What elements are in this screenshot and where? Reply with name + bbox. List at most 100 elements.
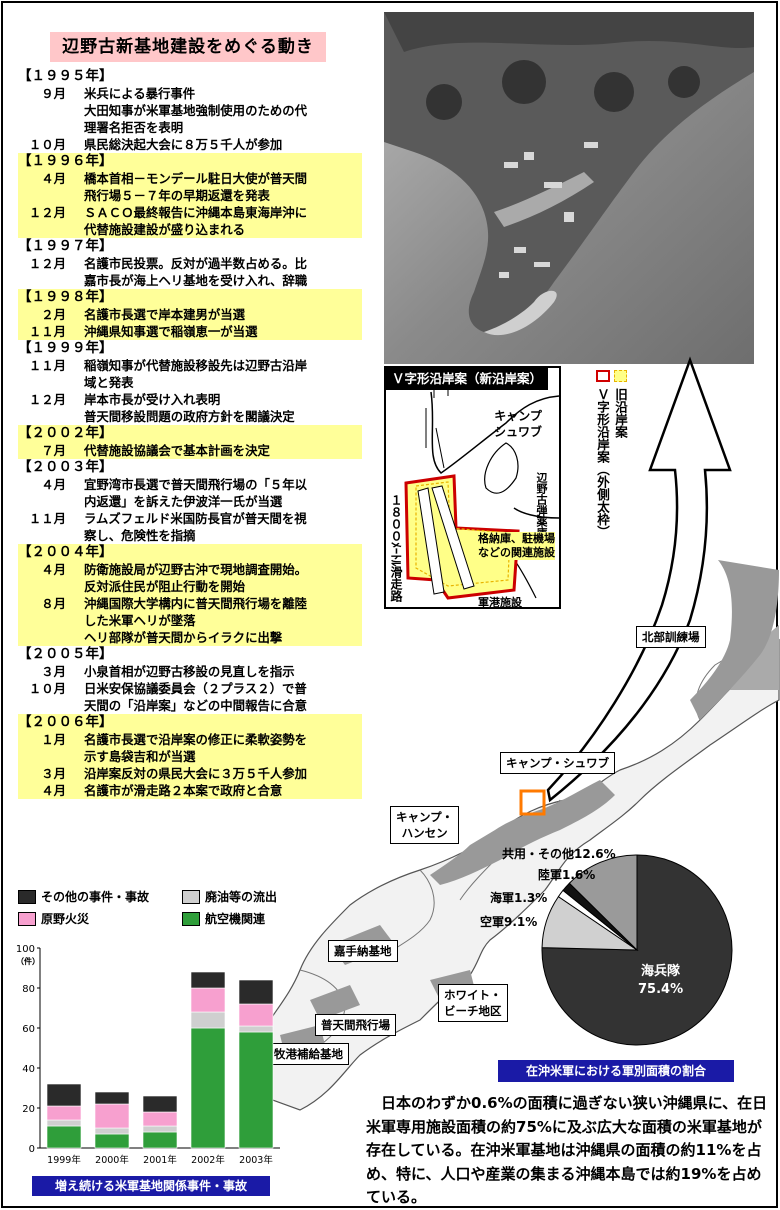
event-month: １０月 <box>28 137 66 152</box>
year-block: 【２００３年】 ４月 宜野湾市長選で普天間飛行場の「５年以内返還」を訴えた伊波洋一氏… <box>18 459 362 544</box>
event-line: 宜野湾市長選で普天間飛行場の「５年以 <box>84 477 308 492</box>
event-line: 岸本市長が受け入れ表明 <box>84 392 221 407</box>
event-text: 日米安保協議委員会（２プラス２）で普天間の「沿岸案」などの中間報告に合意 <box>84 680 362 714</box>
legend-aircraft: 航空機関連 <box>182 910 265 927</box>
event-line: 沿岸案反対の県民大会に３万５千人参加 <box>84 766 308 781</box>
timeline-event: ４月名護市が滑走路２本案で政府と合意 <box>18 782 362 799</box>
inset-title: Ｖ字形沿岸案（新沿岸案） <box>386 368 549 390</box>
event-line: 名護市長選で岸本建男が当選 <box>84 307 246 322</box>
timeline-event: ４月 宜野湾市長選で普天間飛行場の「５年以内返還」を訴えた伊波洋一氏が当選 <box>18 476 362 510</box>
aerial-photo <box>384 12 754 364</box>
legend-oil: 廃油等の流出 <box>182 888 277 905</box>
event-line: 嘉市長が海上ヘリ基地を受け入れ、辞職 <box>84 273 308 288</box>
legend-fire: 原野火災 <box>18 910 89 927</box>
event-text: 宜野湾市長選で普天間飛行場の「５年以内返還」を訴えた伊波洋一氏が当選 <box>84 476 362 510</box>
pie-label-army: 陸軍1.6% <box>538 868 596 882</box>
timeline-event: １２月岸本市長が受け入れ表明普天間移設問題の政府方針を閣議決定 <box>18 391 362 425</box>
event-text: 名護市民投票。反対が過半数占める。比嘉市長が海上ヘリ基地を受け入れ、辞職 <box>84 255 362 289</box>
event-line: 名護市が滑走路２本案で政府と合意 <box>84 783 283 798</box>
event-text: 岸本市長が受け入れ表明普天間移設問題の政府方針を閣議決定 <box>84 391 362 425</box>
event-month: １０月 <box>28 681 66 696</box>
timeline-event: １１月 稲嶺知事が代替施設移設先は辺野古沿岸域と発表 <box>18 357 362 391</box>
event-text: 名護市長選で岸本建男が当選 <box>84 306 362 323</box>
event-line: 域と発表 <box>84 375 134 390</box>
legend-other: その他の事件・事故 <box>18 888 149 905</box>
event-text: 沖縄県知事選で稲嶺恵一が当選 <box>84 323 362 340</box>
bar-title: 増え続ける米軍基地関係事件・事故 <box>32 1176 270 1196</box>
event-month: １月 <box>41 732 66 747</box>
map-label-kadena: 嘉手納基地 <box>328 940 398 962</box>
timeline-event: １１月 沖縄県知事選で稲嶺恵一が当選 <box>18 323 362 340</box>
pie-label-navy: 海軍1.3% <box>490 891 548 905</box>
timeline-event: １２月 名護市民投票。反対が過半数占める。比嘉市長が海上ヘリ基地を受け入れ、辞職 <box>18 255 362 289</box>
event-line: 普天間移設問題の政府方針を閣議決定 <box>84 409 295 424</box>
event-month: ２月 <box>41 307 66 322</box>
event-month: ３月 <box>41 766 66 781</box>
event-text: 防衛施設局が辺野古沖で現地調査開始。反対派住民が阻止行動を開始 <box>84 561 362 595</box>
event-month: ９月 <box>41 86 66 101</box>
event-line: 反対派住民が阻止行動を開始 <box>84 579 246 594</box>
timeline-event: ９月米兵による暴行事件大田知事が米軍基地強制使用のための代理署名拒否を表明 <box>18 85 362 136</box>
year-heading: 【２００６年】 <box>18 714 113 730</box>
timeline-event: １１月 ラムズフェルド米国防長官が普天間を視察し、危険性を指摘 <box>18 510 362 544</box>
event-line: した米軍ヘリが墜落 <box>84 613 196 628</box>
event-text: 代替施設協議会で基本計画を決定 <box>84 442 362 459</box>
event-text: 橋本首相－モンデール駐日大使が普天間飛行場５－７年の早期返還を発表 <box>84 170 362 204</box>
year-heading: 【１９９９年】 <box>18 340 113 356</box>
timeline-event: １月 名護市長選で沿岸案の修正に柔軟姿勢を示す島袋吉和が当選 <box>18 731 362 765</box>
event-line: 稲嶺知事が代替施設移設先は辺野古沿岸 <box>84 358 308 373</box>
year-heading: 【２００３年】 <box>18 459 113 475</box>
event-month: １１月 <box>28 358 66 373</box>
summary-text: 日本のわずか0.6%の面積に過ぎない狭い沖縄県に、在日米軍専用施設面積の約75%… <box>366 1094 768 1206</box>
event-line: ラムズフェルド米国防長官が普天間を視 <box>84 511 307 526</box>
page-title: 辺野古新基地建設をめぐる動き <box>50 32 326 62</box>
map-label-schwab: キャンプ・シュワブ <box>500 752 616 774</box>
legend-fire-swatch <box>18 911 36 926</box>
legend-aircraft-swatch <box>182 911 200 926</box>
event-text: ラムズフェルド米国防長官が普天間を視察し、危険性を指摘 <box>84 510 362 544</box>
event-line: 名護市長選で沿岸案の修正に柔軟姿勢を <box>84 732 308 747</box>
map-label-futenma: 普天間飛行場 <box>315 1014 396 1036</box>
map-label-hokubu: 北部訓練場 <box>636 626 706 648</box>
event-line: 大田知事が米軍基地強制使用のための代 <box>84 103 308 118</box>
inset-runway-label: １８００ﾒｰﾄﾙ滑走路 <box>389 494 403 603</box>
year-heading: 【１９９６年】 <box>18 153 113 169</box>
event-month: １１月 <box>28 511 66 526</box>
event-line: 名護市民投票。反対が過半数占める。比 <box>84 256 308 271</box>
event-month: ４月 <box>41 477 66 492</box>
pie-title: 在沖米軍における軍別面積の割合 <box>498 1060 734 1082</box>
year-heading: 【１９９７年】 <box>18 238 113 254</box>
map-label-makiminato: 牧港補給基地 <box>268 1043 349 1065</box>
timeline-event: ４月防衛施設局が辺野古沖で現地調査開始。反対派住民が阻止行動を開始 <box>18 561 362 595</box>
event-line: 米兵による暴行事件 <box>84 86 196 101</box>
event-text: 沿岸案反対の県民大会に３万５千人参加 <box>84 765 362 782</box>
event-month: １１月 <box>28 324 66 339</box>
event-text: 県民総決起大会に８万５千人が参加 <box>84 136 362 153</box>
legend-red-box <box>596 370 610 382</box>
timeline-event: ３月小泉首相が辺野古移設の見直しを指示 <box>18 663 362 680</box>
timeline-event: １０月 日米安保協議委員会（２プラス２）で普天間の「沿岸案」などの中間報告に合意 <box>18 680 362 714</box>
pie-label-shared: 共用・その他12.6% <box>502 847 616 861</box>
year-heading: 【２００２年】 <box>18 425 113 441</box>
event-line: 天間の「沿岸案」などの中間報告に合意 <box>84 698 308 713</box>
event-month: １２月 <box>28 205 66 220</box>
year-heading: 【１９９８年】 <box>18 289 113 305</box>
v-plan-inset: Ｖ字形沿岸案（新沿岸案） キャンプ シュワブ 辺野古弾薬庫 １８００ﾒｰﾄﾙ滑走… <box>384 366 561 609</box>
timeline-event: ７月 代替施設協議会で基本計画を決定 <box>18 442 362 459</box>
event-line: 日米安保協議委員会（２プラス２）で普 <box>84 681 307 696</box>
event-line: 沖縄国際大学構内に普天間飛行場を離陸 <box>84 596 308 611</box>
event-month: １２月 <box>28 256 66 271</box>
timeline-event: ４月 橋本首相－モンデール駐日大使が普天間飛行場５－７年の早期返還を発表 <box>18 170 362 204</box>
event-month: ４月 <box>41 171 66 186</box>
inset-warehouse-label: 格納庫、駐機場 などの関連施設 <box>478 532 555 560</box>
inset-port-label: 軍港施設 <box>478 596 522 609</box>
pie-label-airforce: 空軍9.1% <box>480 915 538 929</box>
event-line: 県民総決起大会に８万５千人が参加 <box>84 137 283 152</box>
event-line: 示す島袋吉和が当選 <box>84 749 196 764</box>
year-block: 【１９９８年】 ２月 名護市長選で岸本建男が当選 １１月 沖縄県知事選で稲嶺恵一が当選 <box>18 289 362 340</box>
event-text: 名護市が滑走路２本案で政府と合意 <box>84 782 362 799</box>
event-month: ７月 <box>41 443 66 458</box>
event-line: 代替施設建設が盛り込まれる <box>84 222 246 237</box>
